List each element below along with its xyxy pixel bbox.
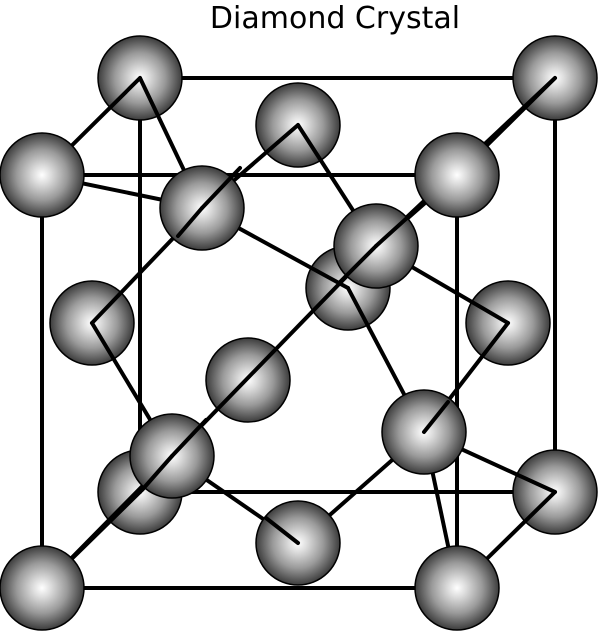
bond (338, 244, 378, 284)
bond (374, 206, 420, 248)
bond (176, 206, 204, 238)
bond-stubs (140, 166, 450, 545)
atom (414, 545, 500, 631)
bond (140, 454, 174, 492)
bond (422, 400, 450, 434)
cube-edges-back (138, 76, 557, 494)
atom (0, 132, 85, 218)
atom (0, 545, 85, 631)
bond (170, 418, 208, 458)
bond (264, 516, 300, 545)
atom (414, 132, 500, 218)
diagram-title: Diamond Crystal (209, 1, 461, 36)
bond (200, 166, 242, 210)
